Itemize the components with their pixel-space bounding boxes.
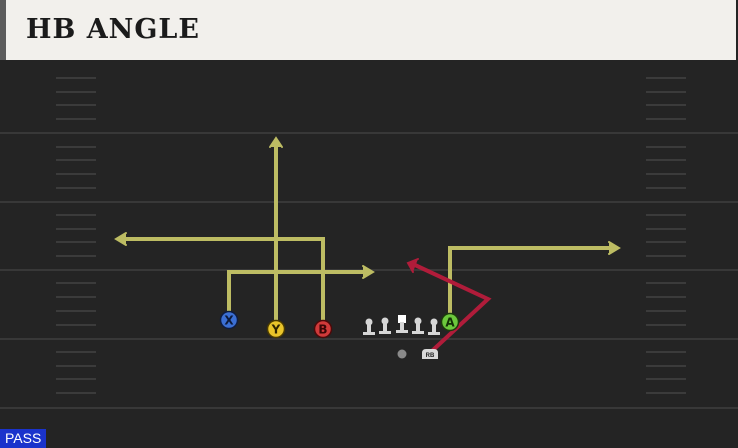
play-title: HB ANGLE — [26, 14, 200, 45]
route-hb-path — [413, 263, 492, 352]
rb-marker: RB — [422, 349, 438, 359]
route-x-arrow — [362, 265, 375, 279]
player-y-label: Y — [271, 323, 281, 337]
rb-label: RB — [426, 353, 435, 359]
quarterback-marker — [397, 349, 407, 359]
play-type-badge: PASS — [0, 429, 47, 448]
lineman-icon — [428, 318, 440, 335]
lineman-icon — [379, 317, 391, 334]
player-a-label: A — [445, 316, 455, 330]
routes-primary — [114, 136, 621, 322]
route-hb — [406, 258, 492, 352]
play-title-bar: HB ANGLE — [0, 0, 736, 60]
route-y-arrow — [269, 136, 283, 148]
route-a — [448, 246, 614, 316]
center-icon — [396, 315, 408, 333]
offensive-line — [363, 315, 440, 335]
lineman-icon — [363, 318, 375, 335]
route-x — [227, 270, 368, 320]
player-y: Y — [266, 319, 286, 339]
player-b: B — [313, 319, 333, 339]
route-a-arrow — [608, 241, 621, 255]
player-b-label: B — [318, 323, 327, 337]
lineman-icon — [412, 317, 424, 334]
route-hb-arrow — [406, 258, 419, 273]
hash-marks-left — [56, 77, 96, 394]
player-x: X — [219, 310, 239, 330]
player-a: A — [440, 312, 460, 332]
player-x-label: X — [224, 314, 234, 328]
route-b — [121, 237, 325, 322]
hash-marks-right — [646, 77, 686, 394]
route-b-arrow — [114, 232, 127, 246]
